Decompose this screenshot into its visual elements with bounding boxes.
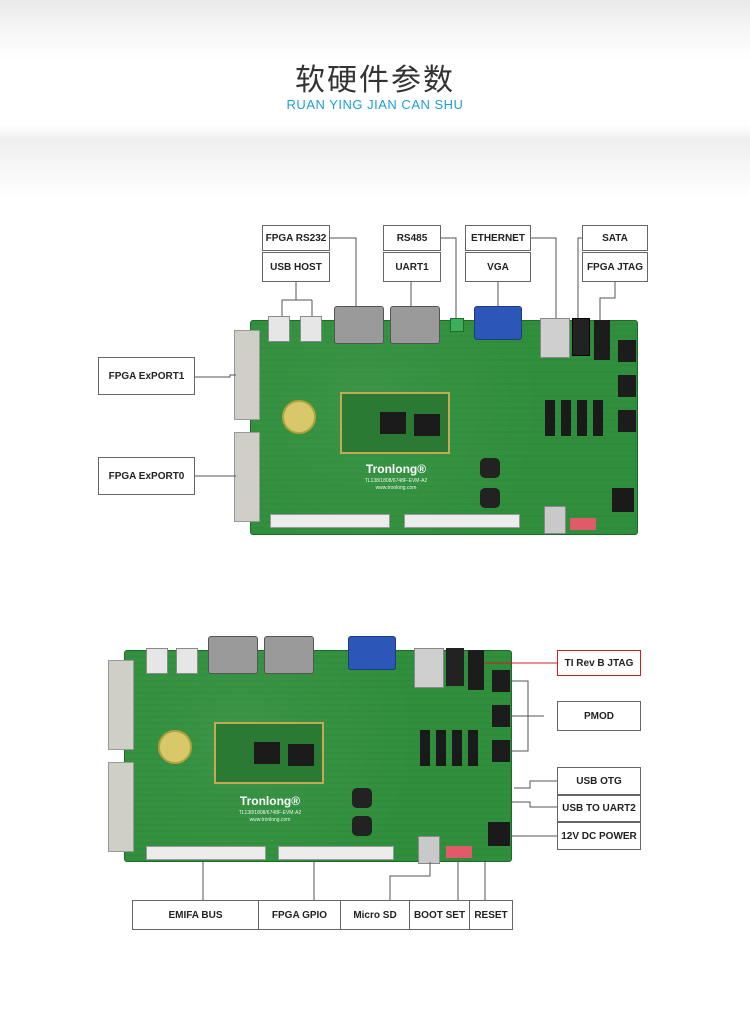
header-right-1	[618, 340, 636, 362]
label-usb-otg: USB OTG	[557, 767, 641, 795]
bb-emifa-header	[146, 846, 266, 860]
label-fpga-gpio: FPGA GPIO	[258, 900, 341, 930]
usb-host-port-b	[300, 316, 322, 342]
bb-usb-a	[146, 648, 168, 674]
bb-inductor-2	[352, 816, 372, 836]
label-ethernet: ETHERNET	[465, 225, 531, 251]
header-right-2	[618, 375, 636, 397]
bb-sata	[446, 648, 464, 686]
bb-inductor-1	[352, 788, 372, 808]
bb-button-grid	[420, 730, 478, 766]
bb-som-chip-a	[254, 742, 280, 764]
label-reset: RESET	[469, 900, 513, 930]
label-vga: VGA	[465, 252, 531, 282]
button-grid	[545, 400, 603, 436]
usb-host-port-a	[268, 316, 290, 342]
rs232-db9	[334, 306, 384, 344]
bb-pmod-1	[492, 670, 510, 692]
som-chip-a	[380, 412, 406, 434]
bb-pmod-3	[492, 740, 510, 762]
board-brand-top: Tronlong®	[365, 462, 427, 476]
header-right-3	[618, 410, 636, 432]
page-subtitle: RUAN YING JIAN CAN SHU	[286, 97, 464, 112]
ethernet-jack	[540, 318, 570, 358]
inductor-2	[480, 488, 500, 508]
bb-export-connector-1	[108, 660, 134, 750]
board-brand-bottom: Tronlong®	[239, 794, 301, 808]
label-12v-dc-power: 12V DC POWER	[557, 822, 641, 850]
board-site-top: www.tronlong.com	[375, 485, 417, 491]
label-pmod: PMOD	[557, 701, 641, 731]
som-chip-b	[414, 414, 440, 436]
gpio-header-top	[404, 514, 520, 528]
label-fpga-export1: FPGA ExPORT1	[98, 357, 195, 395]
label-fpga-export0: FPGA ExPORT0	[98, 457, 195, 495]
emifa-header-top	[270, 514, 390, 528]
sd-slot	[544, 506, 566, 534]
board-site-bottom: www.tronlong.com	[249, 817, 291, 823]
board-model-bottom: TL138/1808/6748F-EVM-A2	[238, 810, 302, 816]
bb-usb-b	[176, 648, 198, 674]
bb-pmod-2	[492, 705, 510, 727]
rs485-db9	[390, 306, 440, 344]
bb-gpio-header	[278, 846, 394, 860]
bb-coin-battery	[158, 730, 192, 764]
inductor-1	[480, 458, 500, 478]
bb-vga	[348, 636, 396, 670]
terminal-block	[450, 318, 464, 332]
label-rs485: RS485	[383, 225, 441, 251]
bb-som-chip-b	[288, 744, 314, 766]
page-title: 软硬件参数	[295, 63, 455, 98]
power-jack	[612, 488, 634, 512]
coin-battery	[282, 400, 316, 434]
bb-ti-jtag-header	[468, 650, 484, 690]
bb-sd-slot	[418, 836, 440, 864]
label-emifa-bus: EMIFA BUS	[132, 900, 259, 930]
export0-connector	[234, 432, 260, 522]
label-sata: SATA	[582, 225, 648, 251]
dip-switch	[570, 518, 596, 530]
label-fpga-rs232: FPGA RS232	[262, 225, 330, 251]
fpga-jtag-header	[594, 320, 610, 360]
bb-db9-a	[208, 636, 258, 674]
export1-connector	[234, 330, 260, 420]
bb-ethernet	[414, 648, 444, 688]
header-band	[0, 0, 750, 200]
label-micro-sd: Micro SD	[340, 900, 410, 930]
label-usb-host: USB HOST	[262, 252, 330, 282]
bb-dip-switch	[446, 846, 472, 858]
bb-power-jack	[488, 822, 510, 846]
label-uart1: UART1	[383, 252, 441, 282]
label-boot-set: BOOT SET	[409, 900, 470, 930]
bb-export-connector-2	[108, 762, 134, 852]
vga-connector	[474, 306, 522, 340]
sata-connector	[572, 318, 590, 356]
label-ti-rev-b-jtag: TI Rev B JTAG	[557, 650, 641, 676]
label-fpga-jtag: FPGA JTAG	[582, 252, 648, 282]
label-usb-to-uart2: USB TO UART2	[557, 795, 641, 822]
bb-db9-b	[264, 636, 314, 674]
board-model-top: TL138/1808/6748F-EVM-A2	[364, 478, 428, 484]
